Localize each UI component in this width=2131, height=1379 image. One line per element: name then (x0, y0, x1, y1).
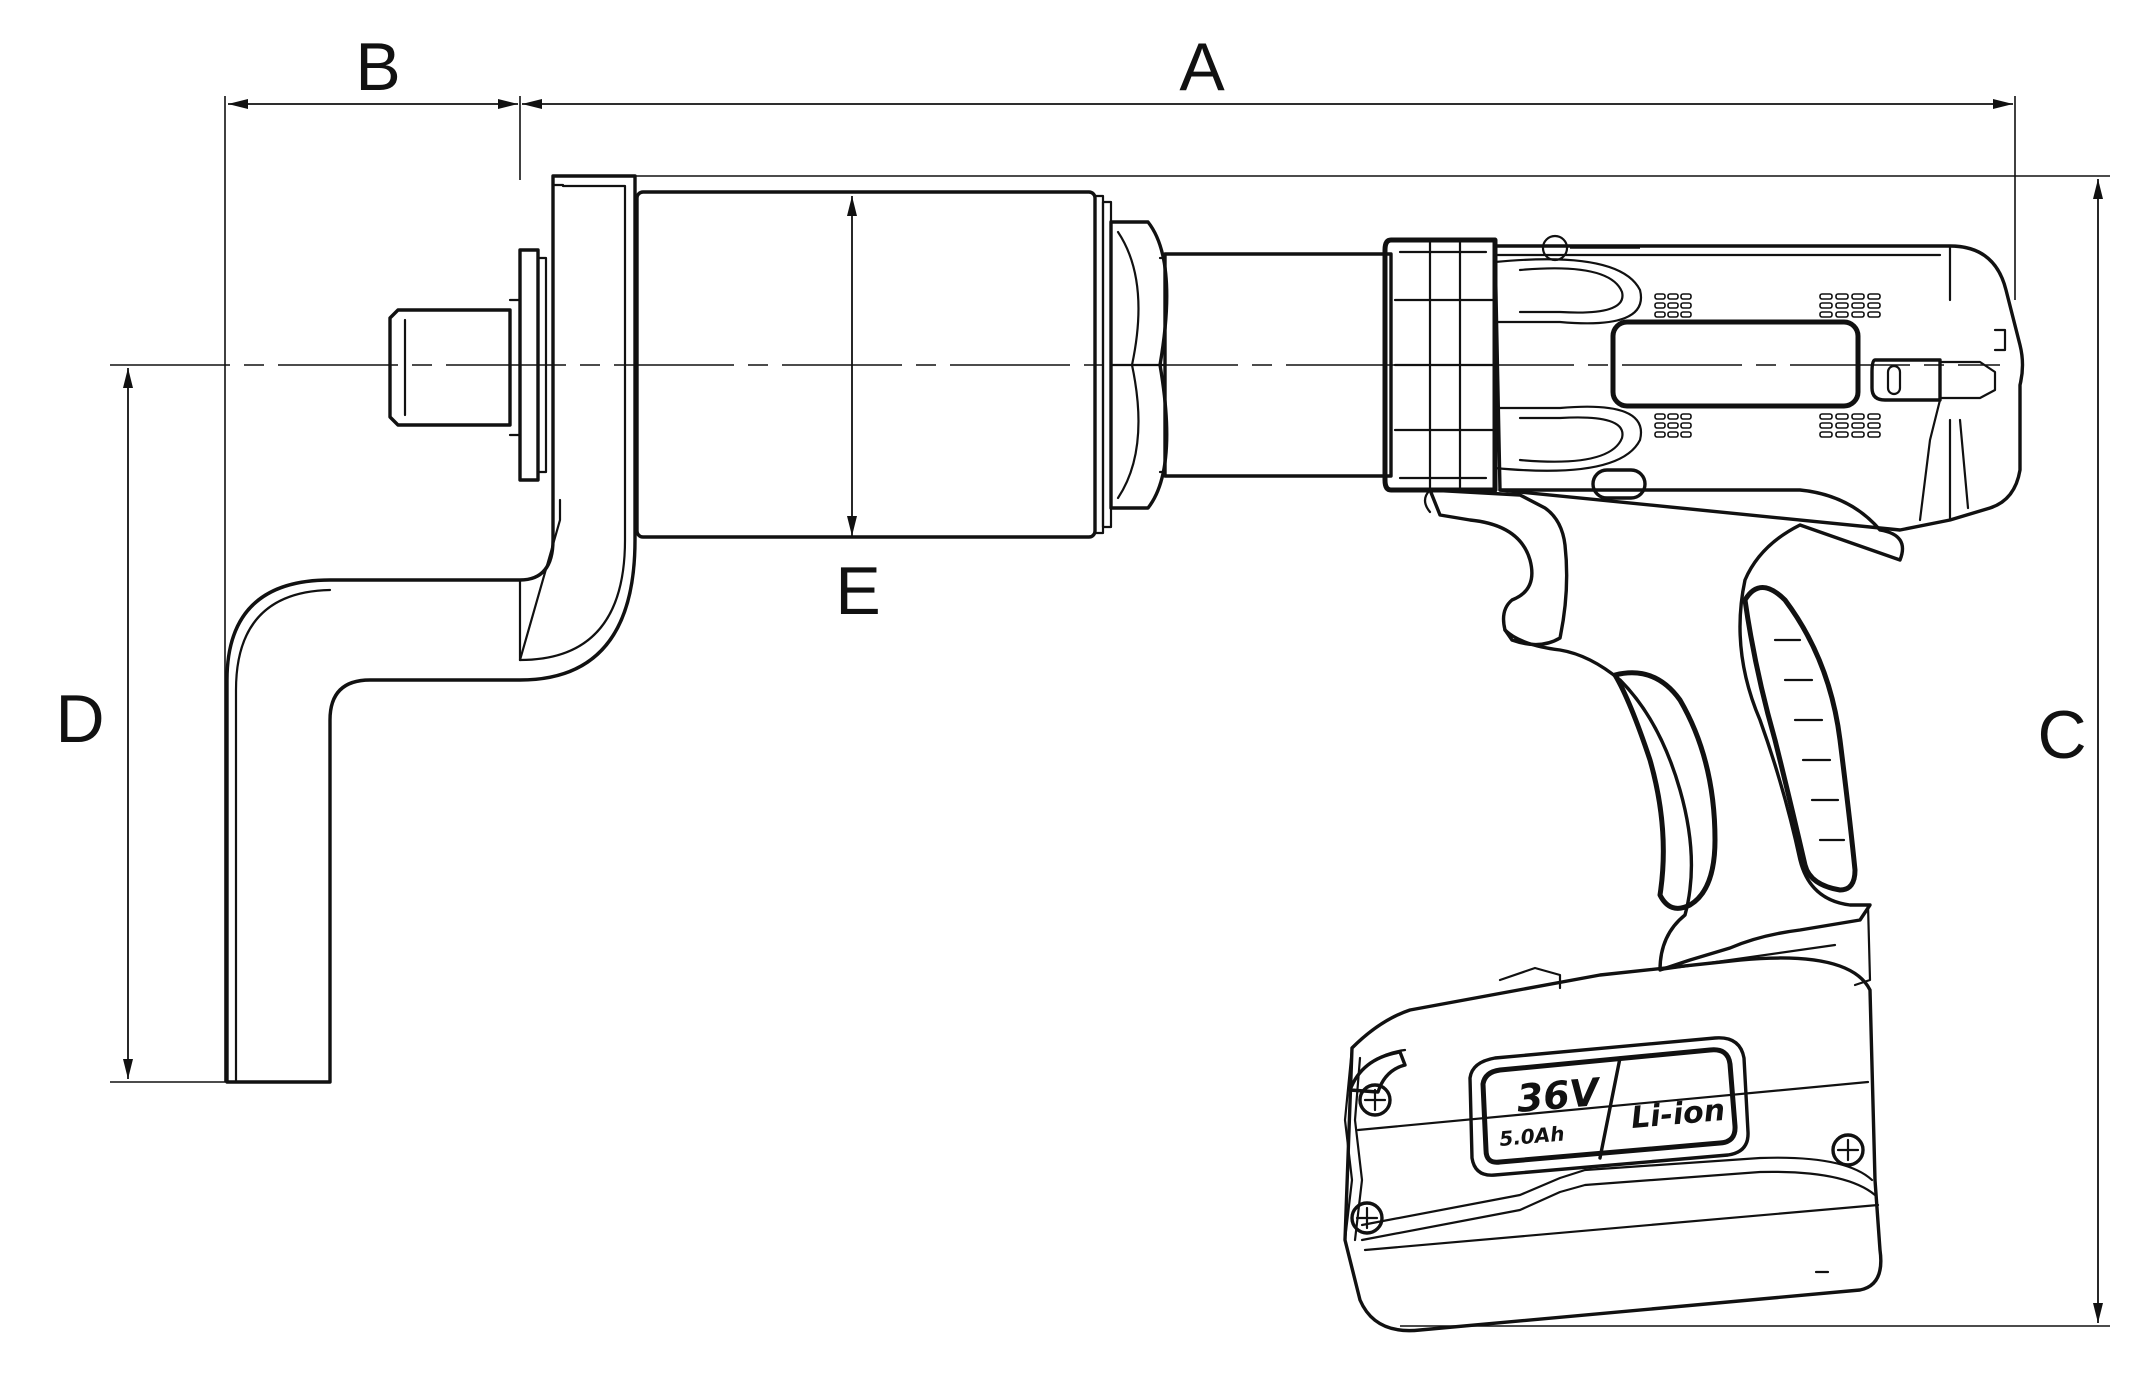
screw-icon (1358, 1083, 1392, 1117)
gear-housing (635, 190, 1393, 539)
tool-body (1382, 234, 2025, 532)
battery-chemistry-label: Li-ion (1630, 1093, 1727, 1136)
battery-pack: 36V 5.0Ah Li-ion (1343, 956, 1883, 1333)
screw-icon (1350, 1201, 1384, 1235)
handle (1423, 488, 1905, 990)
battery-capacity-label: 5.0Ah (1498, 1121, 1565, 1151)
dimension-label-b: B (355, 29, 400, 105)
dimension-lines (110, 96, 2110, 1327)
display-window (1610, 319, 1861, 409)
reaction-arm (225, 174, 637, 1084)
dimension-label-c: C (2037, 697, 2086, 773)
screw-icon (1831, 1133, 1865, 1167)
dimension-label-e: E (835, 553, 880, 629)
dimension-label-a: A (1179, 29, 1225, 105)
dimension-label-d: D (55, 681, 104, 757)
battery-voltage-label: 36V (1515, 1070, 1603, 1121)
